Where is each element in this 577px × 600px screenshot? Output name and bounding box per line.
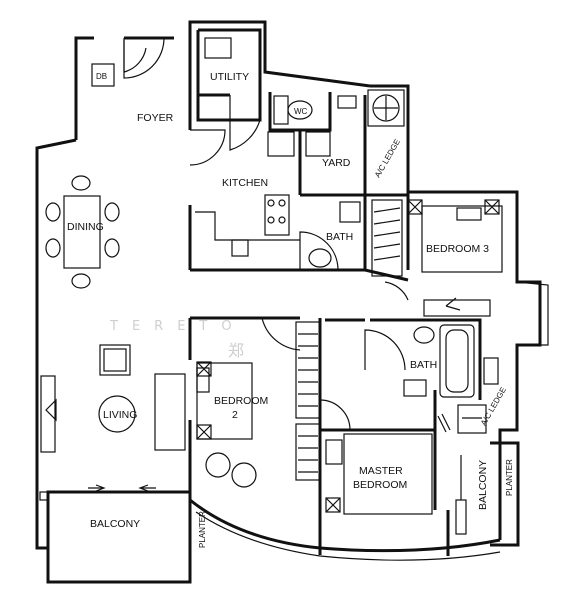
- utility-sink: [204, 37, 232, 59]
- bath1-basin: [339, 201, 361, 223]
- living-armchair: [99, 344, 131, 376]
- label-bedroom-3: BEDROOM 3: [426, 243, 489, 255]
- label-ac-ledge-top: A/C LEDGE: [373, 138, 402, 179]
- label-balcony-left: BALCONY: [90, 518, 140, 530]
- label-bath-1: BATH: [326, 231, 353, 243]
- label-kitchen: KITCHEN: [222, 177, 268, 189]
- label-yard: YARD: [322, 157, 351, 169]
- living-sofa: [154, 373, 186, 451]
- tv-icon: [45, 398, 57, 422]
- label-utility: UTILITY: [210, 71, 249, 83]
- bath2-door: [364, 329, 406, 371]
- watermark-chinese: 郑: [228, 341, 244, 360]
- bedroom3-door: [384, 281, 409, 301]
- utility-door: [229, 95, 261, 151]
- bath2-basin: [403, 379, 427, 397]
- wardrobe-bedroom2: [295, 321, 321, 419]
- label-bath-2: BATH: [410, 359, 437, 371]
- label-foyer: FOYER: [137, 112, 174, 124]
- wc-basin: [337, 95, 357, 109]
- master-bed: [343, 433, 433, 515]
- label-dining: DINING: [67, 221, 104, 233]
- db-box: [91, 63, 115, 87]
- dining-table: [63, 195, 101, 269]
- label-master-line2: BEDROOM: [353, 479, 407, 491]
- bedroom3-bed: [421, 205, 503, 273]
- label-planter-left: PLANTER: [198, 511, 207, 548]
- bedroom3-desk: [423, 299, 491, 317]
- master-bedside: [325, 497, 341, 513]
- bedside-table: [484, 199, 500, 215]
- label-balcony-right: BALCONY: [477, 460, 489, 510]
- kitchen-sink: [231, 239, 249, 257]
- label-master-line1: MASTER: [359, 465, 403, 477]
- living-coffee-table: [98, 395, 136, 433]
- kitchen-door: [189, 129, 226, 166]
- bath2-tub: [439, 324, 475, 398]
- living-tv-console: [40, 375, 56, 453]
- label-bedroom-2-line2: 2: [232, 409, 238, 421]
- bedroom2-chair: [205, 452, 231, 478]
- bedroom3-wardrobe: [371, 199, 403, 277]
- master-door: [319, 399, 351, 431]
- bedroom2-bedside: [196, 424, 212, 440]
- main-door: [123, 37, 165, 79]
- watermark-latin: TERETO: [109, 319, 246, 334]
- label-planter-right: PLANTER: [505, 459, 514, 496]
- bedroom2-door: [261, 317, 301, 351]
- bedroom2-bed: [196, 362, 253, 440]
- yard-washer: [305, 131, 331, 157]
- outer-walls: [35, 20, 549, 584]
- wardrobe-master: [295, 423, 321, 481]
- label-living: LIVING: [103, 409, 137, 421]
- label-wc: WC: [294, 107, 308, 116]
- kitchen-hob: [264, 194, 290, 236]
- master-vanity: [455, 499, 467, 535]
- interior-walls: [188, 28, 482, 515]
- label-db: DB: [96, 72, 107, 81]
- ac-unit-right: [483, 357, 499, 385]
- bath2-toilet: [413, 326, 435, 344]
- dining-chair: [71, 175, 91, 191]
- bath1-door: [299, 231, 339, 271]
- bath1-toilet: [308, 248, 332, 268]
- label-ac-ledge-right: A/C LEDGE: [479, 386, 508, 427]
- label-bedroom-2-line1: BEDROOM: [214, 395, 268, 407]
- ac-unit-top: [367, 89, 405, 127]
- sliding-door-arrow: [88, 484, 106, 492]
